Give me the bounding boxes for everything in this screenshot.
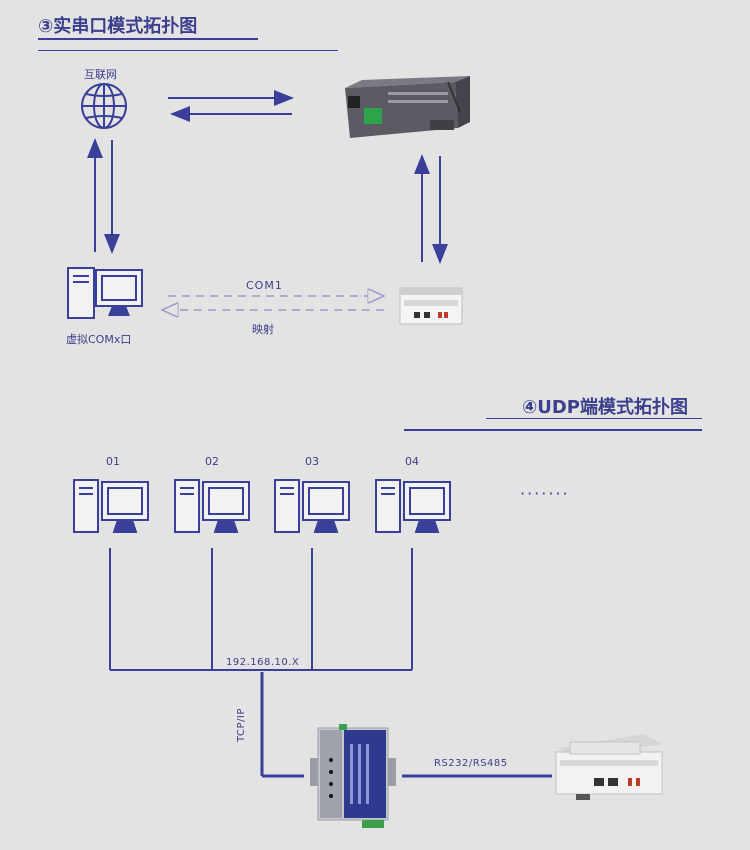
section3-title: ③实串口模式拓扑图 xyxy=(38,16,198,37)
internet-label: 互联网 xyxy=(84,68,117,81)
com1-label: COM1 xyxy=(246,279,283,292)
tcp-ip-label: TCP/IP xyxy=(236,708,247,742)
pc-label-04: 04 xyxy=(405,455,419,468)
rs232-rs485-label: RS232/RS485 xyxy=(434,758,508,769)
section4-title-underline xyxy=(404,429,702,431)
pc-label-02: 02 xyxy=(205,455,219,468)
ip-label: 192.168.10.X xyxy=(226,657,300,668)
section3-title-rule xyxy=(38,50,338,51)
pc-icon-03 xyxy=(274,479,350,533)
pc-icon-01 xyxy=(73,479,149,533)
section4-title-rule xyxy=(486,418,702,419)
pc-label-03: 03 xyxy=(305,455,319,468)
pc-label-01: 01 xyxy=(106,455,120,468)
more-dots: ······· xyxy=(520,484,570,503)
virtual-com-label: 虚拟COMx口 xyxy=(66,333,132,346)
pc-icon-04 xyxy=(375,479,451,533)
pc-icon-02 xyxy=(174,479,250,533)
section3-title-underline xyxy=(38,38,258,40)
mapping-label: 映射 xyxy=(252,323,274,336)
section4-title: ④UDP端模式拓扑图 xyxy=(522,397,688,418)
